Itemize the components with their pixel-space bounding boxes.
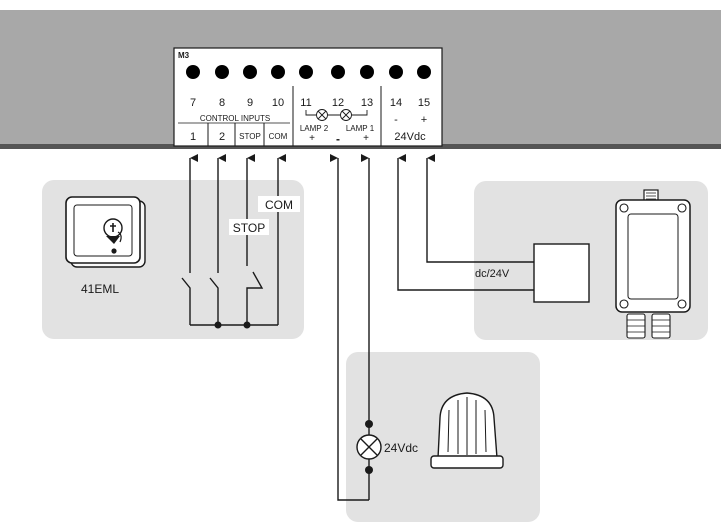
wire-stop — [247, 158, 264, 325]
wire-input-2 — [210, 158, 218, 325]
terminal-number-13: 13 — [361, 97, 373, 109]
com-label: COM — [265, 198, 293, 212]
lamp-polarity-plus-right: + — [363, 133, 369, 144]
wire-input-1 — [182, 158, 190, 325]
power-label: 24Vdc — [394, 131, 426, 143]
terminal-block: M3 7 8 9 10 11 12 13 14 15 CONTROL INPUT… — [173, 47, 443, 147]
lamp1-label: LAMP 1 — [346, 124, 375, 133]
dc-converter-box — [533, 243, 590, 303]
terminal-number-11: 11 — [300, 97, 311, 109]
enclosure-box-icon — [615, 189, 691, 339]
junction-dot — [243, 321, 251, 329]
lamp-terminal-dot — [365, 420, 373, 428]
terminal-screw-8 — [215, 65, 229, 79]
control-inputs-label: CONTROL INPUTS — [200, 114, 270, 123]
terminal-number-8: 8 — [219, 97, 225, 109]
terminal-number-14: 14 — [390, 97, 402, 109]
input-label-1: 1 — [190, 131, 196, 143]
lamp-polarity-minus: - — [336, 132, 340, 146]
power-wires — [397, 154, 590, 303]
terminal-screw-12 — [331, 65, 345, 79]
lamp-schematic — [305, 109, 368, 121]
terminal-screw-10 — [271, 65, 285, 79]
com-label-bg — [258, 196, 300, 212]
junction-dot — [214, 321, 222, 329]
power-supply-label: dc/24V — [475, 268, 510, 280]
lamp-terminal-dot — [365, 466, 373, 474]
key-switch-icon — [65, 196, 146, 268]
lamp-polarity-plus-left: + — [309, 133, 315, 144]
terminal-screw-9 — [243, 65, 257, 79]
terminal-screw-15 — [417, 65, 431, 79]
terminal-number-10: 10 — [272, 97, 284, 109]
terminal-block-body — [173, 47, 443, 147]
terminal-screw-13 — [360, 65, 374, 79]
stop-label-bg — [229, 219, 269, 235]
terminal-screw-7 — [186, 65, 200, 79]
lamp2-label: LAMP 2 — [300, 124, 329, 133]
input-label-2: 2 — [219, 131, 225, 143]
input-label-stop: STOP — [239, 132, 261, 141]
lamp-voltage-label: 24Vdc — [384, 441, 418, 455]
terminal-screw-11 — [299, 65, 313, 79]
lamp-wires — [330, 154, 382, 501]
terminal-number-12: 12 — [332, 97, 344, 109]
wire-power-minus — [397, 154, 534, 291]
flashing-lamp-icon — [430, 392, 504, 469]
power-polarity-minus: - — [394, 114, 398, 126]
terminal-screw-14 — [389, 65, 403, 79]
stop-label: STOP — [233, 221, 265, 235]
terminal-number-7: 7 — [190, 97, 196, 109]
wire-lamp-left — [330, 154, 369, 501]
terminal-number-9: 9 — [247, 97, 253, 109]
power-polarity-plus: + — [421, 114, 427, 126]
input-label-com: COM — [269, 132, 288, 141]
control-wires — [182, 158, 286, 329]
terminal-number-15: 15 — [418, 97, 430, 109]
key-switch-label: 41EML — [81, 282, 119, 296]
terminal-block-name: M3 — [178, 51, 190, 60]
wire-power-plus — [426, 154, 534, 263]
